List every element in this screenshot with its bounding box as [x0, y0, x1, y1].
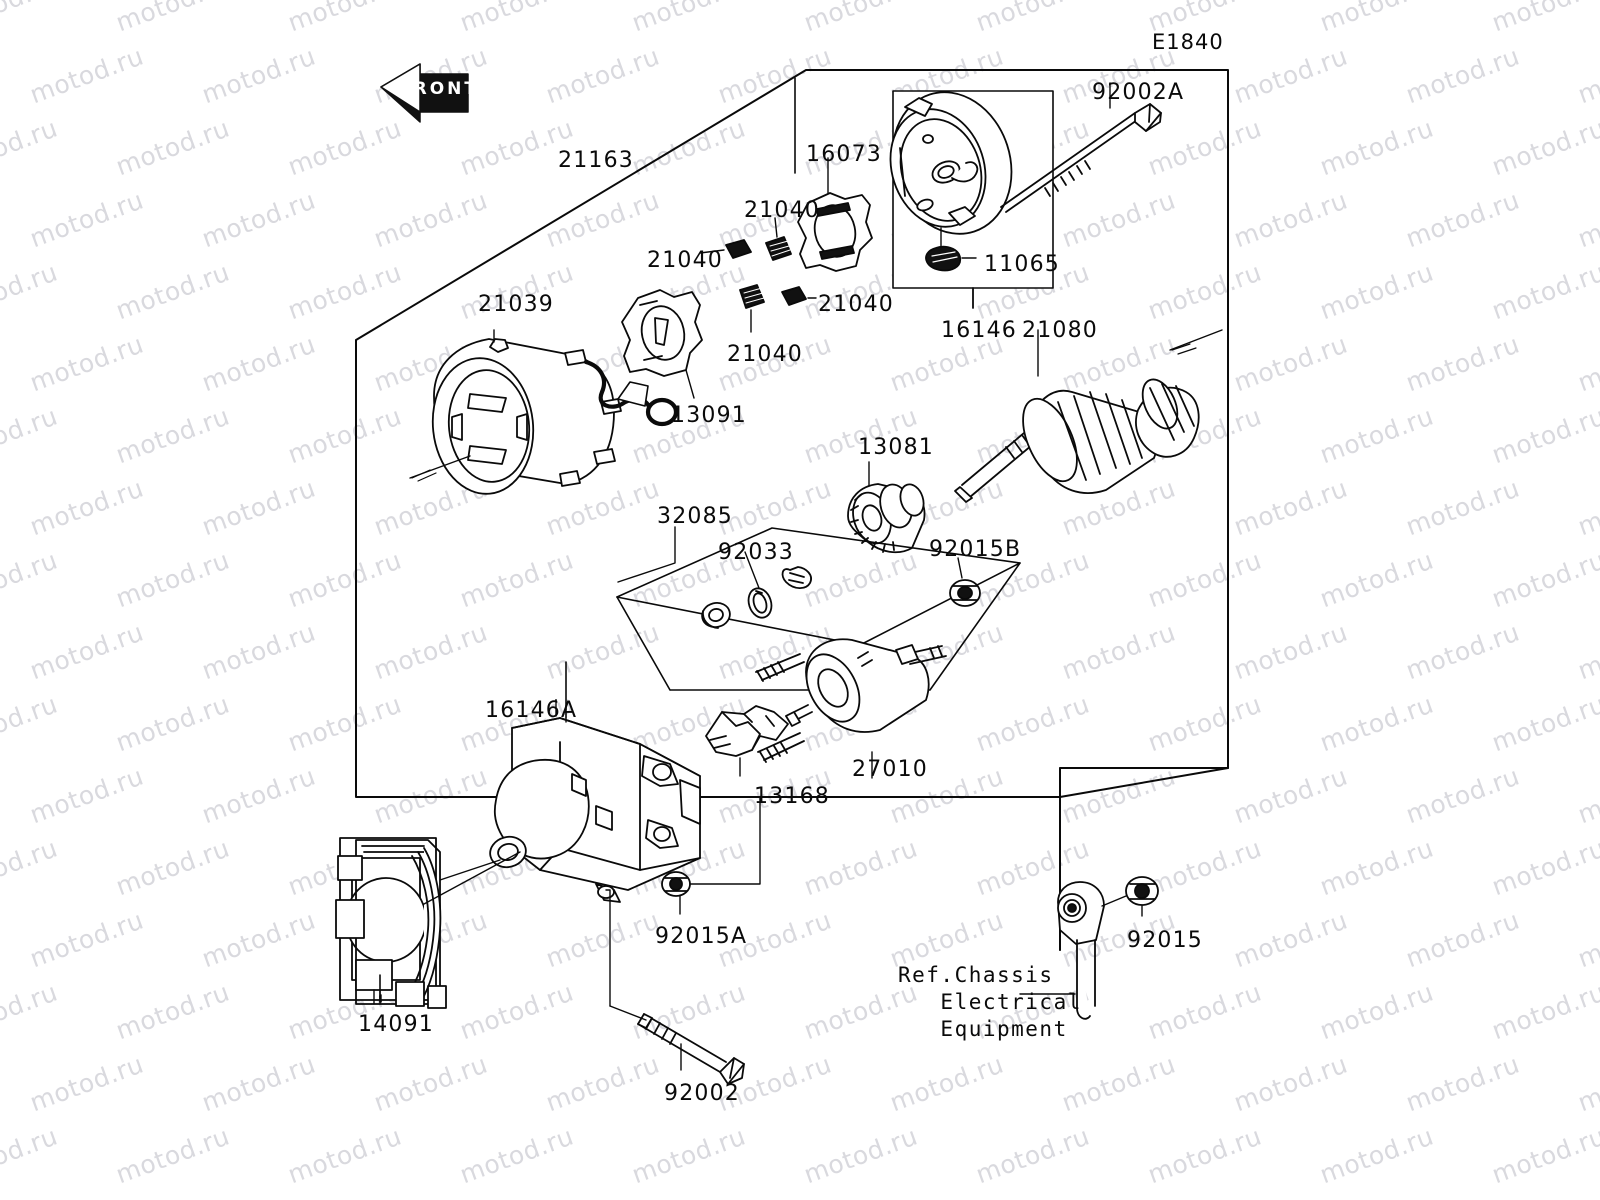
part-label-21040-c[interactable]: 21040	[818, 292, 894, 317]
nut-92015A	[661, 797, 761, 915]
part-label-13081[interactable]: 13081	[858, 435, 934, 460]
reference-note: Ref.Chassis Electrical Equipment	[898, 963, 1082, 1041]
kit-clip	[781, 566, 812, 590]
brush-holder-13091	[621, 289, 703, 399]
front-marker-label: FRONT	[399, 79, 479, 99]
part-label-21040-d[interactable]: 21040	[727, 342, 803, 367]
part-label-21039[interactable]: 21039	[478, 292, 554, 317]
brushes-21040	[699, 217, 817, 333]
end-cover-16146-body	[889, 91, 1013, 235]
part-label-92015[interactable]: 92015	[1127, 928, 1203, 953]
front-arrow-shape	[380, 63, 469, 123]
cable-terminal	[1019, 881, 1127, 1020]
gear-housing-16146A	[489, 699, 701, 903]
part-label-32085[interactable]: 32085	[657, 504, 733, 529]
brush-plate-16073	[797, 157, 873, 272]
assembly-boundary-21163	[355, 69, 1229, 951]
part-label-21080[interactable]: 21080	[1022, 318, 1098, 343]
yoke-21039	[409, 329, 679, 495]
part-label-92015B[interactable]: 92015B	[929, 537, 1022, 562]
part-label-13091[interactable]: 13091	[671, 403, 747, 428]
part-label-92033[interactable]: 92033	[718, 540, 794, 565]
part-label-92002A[interactable]: 92002A	[1092, 80, 1185, 105]
part-label-92002[interactable]: 92002	[664, 1081, 740, 1106]
cover-14091	[335, 837, 501, 1009]
through-bolt-92002A	[1000, 82, 1162, 213]
bolt-92002	[637, 1013, 745, 1085]
part-label-13168[interactable]: 13168	[754, 784, 830, 809]
part-label-27010[interactable]: 27010	[852, 757, 928, 782]
armature-21080	[954, 329, 1223, 503]
figure-code: E1840	[1152, 30, 1224, 54]
cap-11065	[925, 227, 977, 272]
part-label-16073[interactable]: 16073	[806, 142, 882, 167]
nut-92015	[1125, 876, 1159, 917]
solenoid-27010	[755, 638, 947, 779]
part-label-16146A[interactable]: 16146A	[485, 698, 578, 723]
repair-kit-box-32085	[616, 526, 1021, 691]
part-label-11065[interactable]: 11065	[984, 252, 1060, 277]
part-label-21163[interactable]: 21163	[558, 148, 634, 173]
part-label-92015A[interactable]: 92015A	[655, 924, 748, 949]
part-label-21040-b[interactable]: 21040	[647, 248, 723, 273]
part-label-21040-a[interactable]: 21040	[744, 198, 820, 223]
part-label-16146[interactable]: 16146	[941, 318, 1017, 343]
kit-washer	[701, 601, 731, 629]
pinion-gear-13081	[847, 461, 926, 554]
snap-ring-92033	[744, 551, 773, 619]
part-label-14091[interactable]: 14091	[358, 1012, 434, 1037]
lever-13168	[705, 705, 789, 777]
nut-92015B	[949, 557, 981, 607]
